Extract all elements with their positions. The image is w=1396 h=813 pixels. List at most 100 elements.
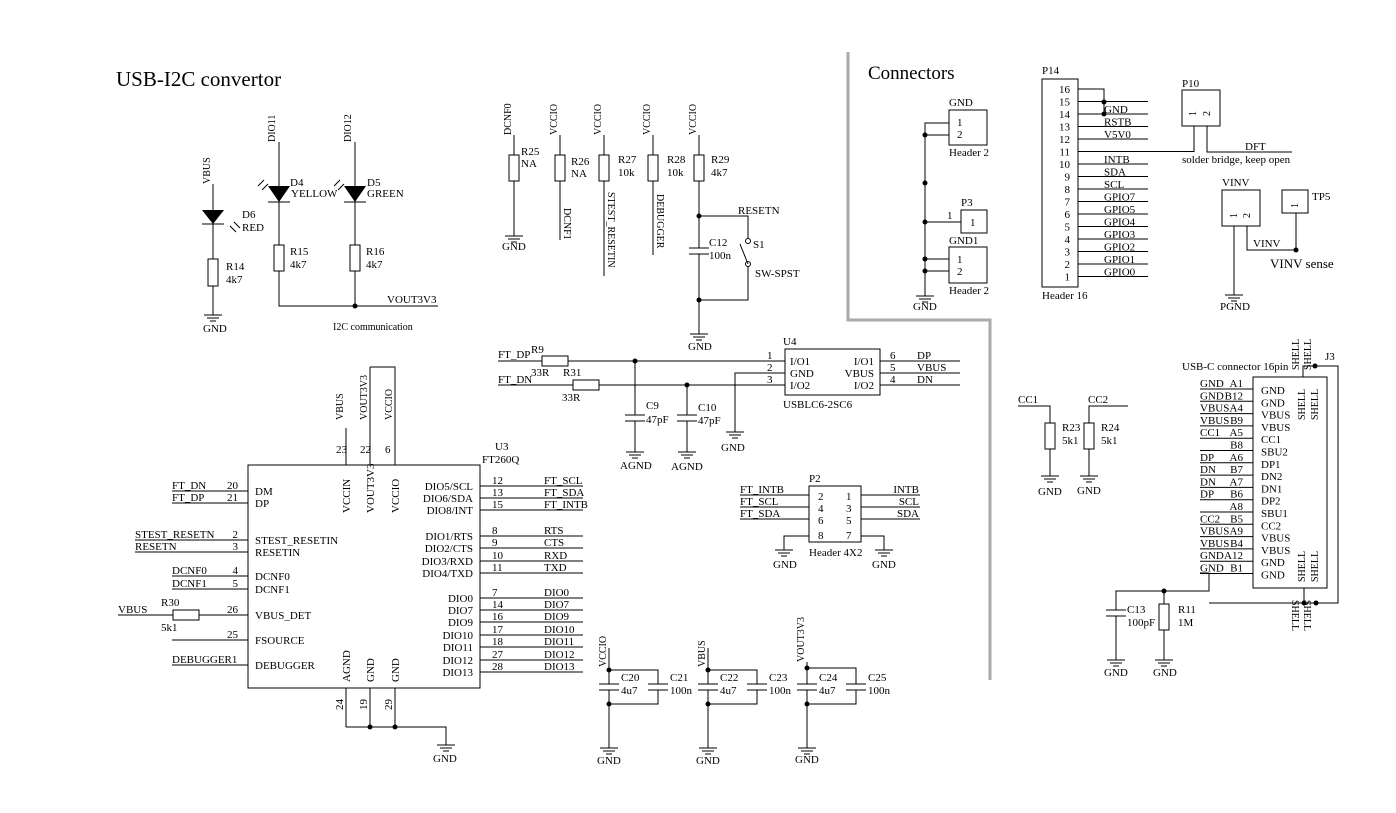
gnd-label-c13: GND — [1104, 667, 1128, 679]
c9-ref: C9 — [646, 400, 659, 412]
r31-ref: R31 — [563, 367, 581, 379]
u3-pin-name: GND — [390, 658, 402, 682]
section-title-connectors: Connectors — [868, 63, 955, 84]
u3-pin-number: 25 — [227, 629, 239, 641]
p14-pin-number: 5 — [1065, 222, 1071, 234]
u3-net-label: FT_DP — [172, 492, 204, 504]
net-label-cc2: CC2 — [1088, 394, 1108, 406]
i2c-communication-label: I2C communication — [333, 322, 413, 333]
usbc-net-label: GND — [1200, 378, 1224, 390]
p14-net-label: GPIO0 — [1104, 267, 1136, 279]
p14-net-label: SDA — [1104, 167, 1126, 179]
net-label-dio12: DIO12 — [343, 114, 354, 142]
gnd-label-c24: GND — [795, 754, 819, 766]
u3-net-label: DIO9 — [544, 611, 570, 623]
u3-pin-number: 4 — [233, 565, 239, 577]
u3-pin-name: VBUS_DET — [255, 610, 312, 622]
u3-net-label: DIO12 — [544, 649, 575, 661]
cc-section: CC1 CC2 R23 5k1 R24 5k1 GND GND — [1018, 394, 1128, 498]
u3-pin-number: 9 — [492, 537, 498, 549]
usbc-pin-number: A1 — [1230, 378, 1243, 390]
solder-bridge-note: solder bridge, keep open — [1182, 154, 1291, 166]
usbc-net-label: VBUS — [1200, 538, 1229, 550]
usbc-pin-number: B5 — [1230, 513, 1243, 525]
u3-part: FT260Q — [482, 454, 519, 466]
u3-ref: U3 — [495, 441, 509, 453]
c25-ref: C25 — [868, 672, 887, 684]
p2-net-label: SCL — [899, 496, 919, 508]
net-label-dft: DFT — [1245, 141, 1266, 153]
p14-pin-number: 7 — [1065, 197, 1071, 209]
hdr2-part: Header 2 — [949, 285, 989, 297]
p2-ref: P2 — [809, 473, 821, 485]
usbc-net-label: VBUS — [1200, 415, 1229, 427]
usbc-pin-name: DP2 — [1261, 496, 1281, 508]
usbc-pin-number: B1 — [1230, 563, 1243, 575]
u3-pin-number: 15 — [492, 499, 504, 511]
c23-value: 100n — [769, 685, 792, 697]
u4-pin4: 4 — [890, 374, 896, 386]
u4-io2-right: I/O2 — [854, 380, 874, 392]
c21-ref: C21 — [670, 672, 688, 684]
d4-ref: D4 — [290, 177, 304, 189]
r11-ref: R11 — [1178, 604, 1196, 616]
u4-pin2: 2 — [767, 362, 773, 374]
c13-value: 100pF — [1127, 617, 1155, 629]
u3-net-label: DIO11 — [544, 636, 574, 648]
d5-ref: D5 — [367, 177, 381, 189]
shell-bottom-3: SHELL — [1289, 600, 1300, 631]
u3-net-label: DIO0 — [544, 587, 570, 599]
r11-value: 1M — [1178, 617, 1194, 629]
r25-ref: R25 — [521, 146, 540, 158]
u4-io2: I/O2 — [790, 380, 810, 392]
usbc-net-label: DN — [1200, 464, 1216, 476]
usbc-net-label: GND — [1200, 563, 1224, 575]
u3-pin-name: DIO11 — [443, 642, 473, 654]
u3-pin-number: 26 — [227, 604, 239, 616]
usbc-pin-number: B9 — [1230, 415, 1243, 427]
u4-io1: I/O1 — [790, 356, 810, 368]
usbc-pin-name: GND — [1261, 557, 1285, 569]
p14-pin-number: 12 — [1059, 134, 1070, 146]
u3-net-label: DCNF1 — [172, 578, 207, 590]
u3-pin-number: 13 — [492, 487, 504, 499]
r24-value: 5k1 — [1101, 435, 1118, 447]
usbc-net-label: VBUS — [1200, 403, 1229, 415]
net-label-dio11: DIO11 — [267, 115, 278, 142]
shell-top-1: SHELL — [1291, 339, 1302, 370]
usbc-title: USB-C connector 16pin — [1182, 361, 1289, 373]
d6-ref: D6 — [242, 209, 256, 221]
usbc-pin-name: GND — [1261, 570, 1285, 582]
r28-value: 10k — [667, 167, 684, 179]
usbc-net-label: DP — [1200, 452, 1214, 464]
p2-pin-number: 6 — [818, 515, 824, 527]
u3-net-label: RTS — [544, 525, 564, 537]
u3-net-label: VBUS — [335, 393, 346, 420]
p14-net-label: GPIO5 — [1104, 204, 1136, 216]
u3-net-label: TXD — [544, 562, 567, 574]
u3-pin-number: 19 — [358, 699, 370, 711]
u3-net-label: DIO10 — [544, 624, 575, 636]
p3-ref: P3 — [961, 197, 973, 209]
u3-pin-name: DIO7 — [448, 605, 474, 617]
usbc-pin-number: A12 — [1224, 550, 1243, 562]
net-label-vccio-r27: VCCIO — [593, 104, 604, 135]
gnd-label-r11: GND — [1153, 667, 1177, 679]
net-label-vinv: VINV — [1253, 238, 1281, 250]
net-label-dcnf1: DCNF1 — [561, 208, 572, 240]
u3-pin-number: 24 — [334, 699, 346, 711]
section-title-usb-i2c: USB-I2C convertor — [116, 67, 281, 91]
net-label-vbus-u4: VBUS — [917, 362, 946, 374]
vinv-section: VINV 1 2 TP5 1 VINV VINV sense PGND — [1220, 177, 1334, 313]
u3-pin-name: DIO2/CTS — [425, 543, 473, 555]
net-label-ft-dn: FT_DN — [498, 374, 532, 386]
u3-pin-number: 12 — [492, 475, 503, 487]
net-label-ft-dp: FT_DP — [498, 349, 530, 361]
vinv-sense-label: VINV sense — [1270, 256, 1334, 271]
p14-net-label: GND — [1104, 104, 1128, 116]
usbc-pin-number: A9 — [1230, 526, 1244, 538]
